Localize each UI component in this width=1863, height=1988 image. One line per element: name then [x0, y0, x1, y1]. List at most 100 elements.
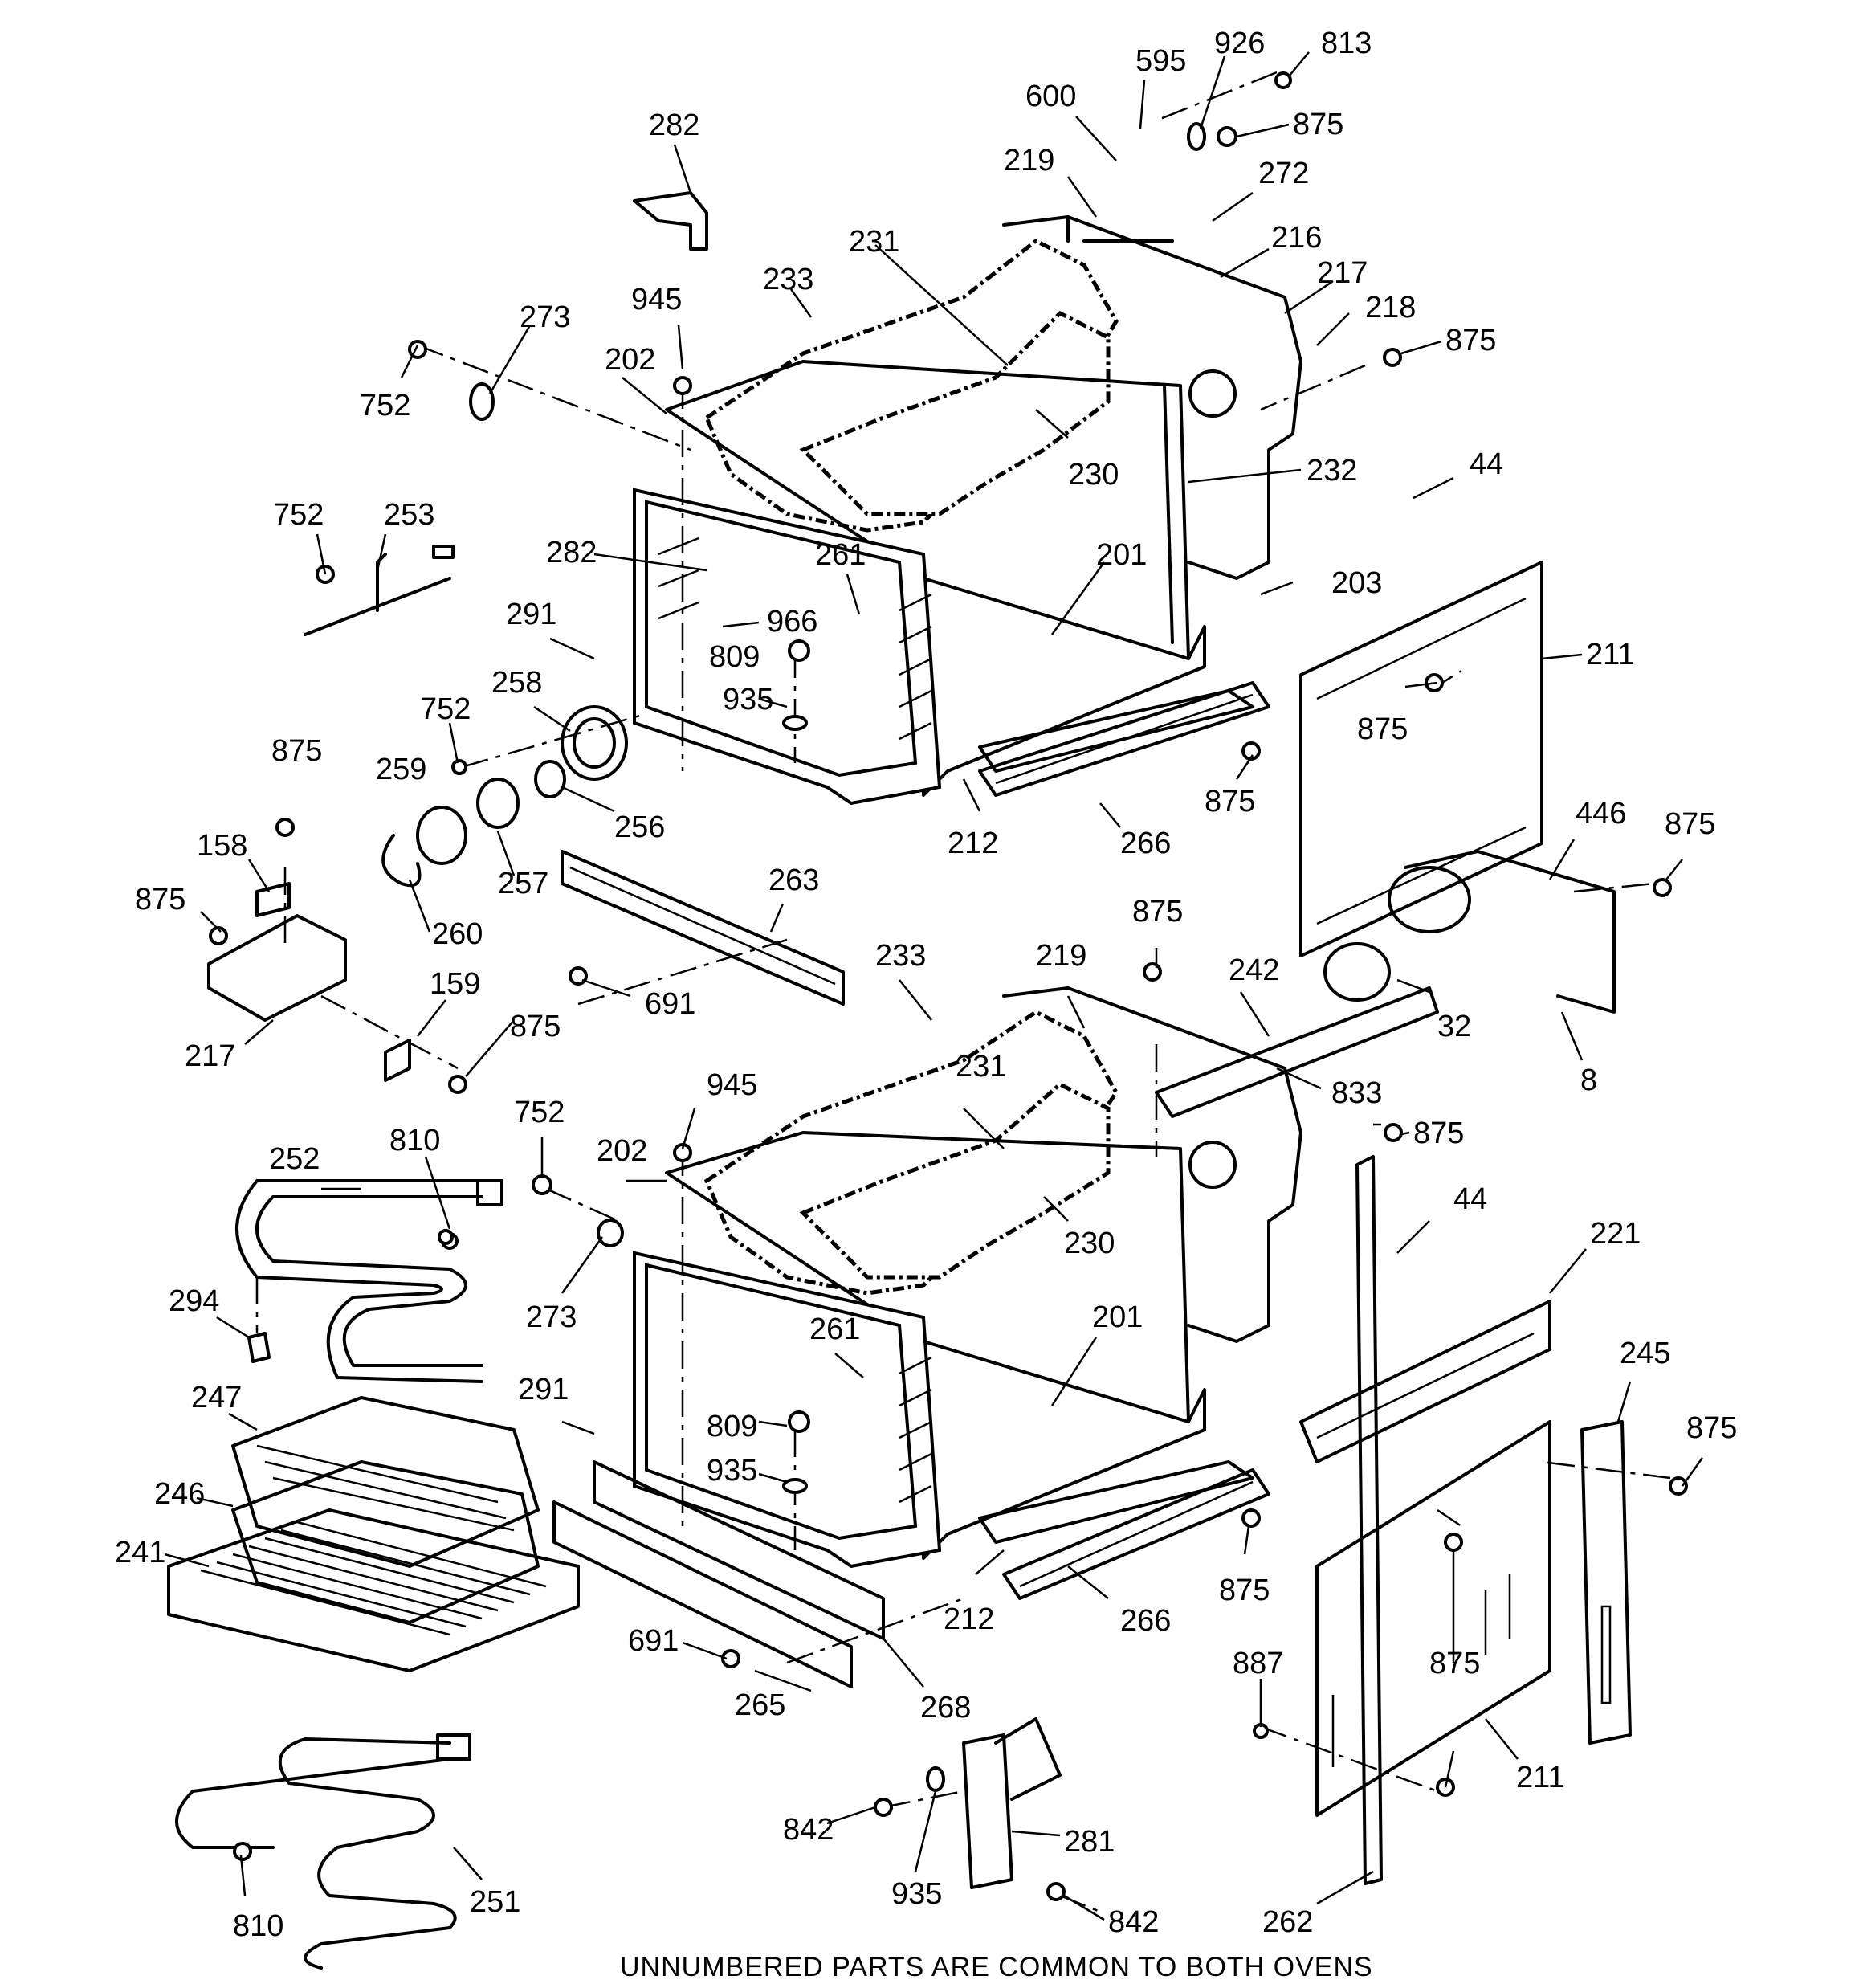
callout-159: 159 — [430, 967, 480, 1001]
callout-242: 242 — [1229, 953, 1279, 987]
switch-159 — [384, 1039, 411, 1082]
leader-lines — [164, 51, 1704, 1921]
trim-263 — [561, 850, 845, 1006]
callout-752: 752 — [273, 498, 324, 532]
callout-260: 260 — [432, 917, 483, 951]
vent-266-lower — [1002, 1468, 1270, 1600]
insulation-231-lower — [799, 1082, 1111, 1280]
insulation-233-lower — [703, 1010, 1119, 1296]
bottom-trim-212-upper — [978, 689, 1254, 773]
callout-945: 945 — [707, 1068, 757, 1102]
callout-446: 446 — [1576, 797, 1626, 831]
callout-217: 217 — [1317, 256, 1368, 290]
gasket-273-upper — [469, 382, 495, 421]
callout-233: 233 — [875, 939, 926, 973]
bracket-221 — [1299, 1300, 1551, 1463]
callout-875: 875 — [1686, 1411, 1737, 1445]
callout-752: 752 — [420, 692, 471, 726]
callout-935: 935 — [891, 1877, 942, 1911]
callout-281: 281 — [1064, 1825, 1115, 1859]
callout-273: 273 — [526, 1300, 577, 1334]
callout-875: 875 — [135, 883, 185, 916]
callout-875: 875 — [1357, 712, 1408, 746]
callout-230: 230 — [1064, 1227, 1115, 1260]
callout-261: 261 — [815, 538, 866, 572]
callout-291: 291 — [506, 598, 556, 631]
footnote: UNNUMBERED PARTS ARE COMMON TO BOTH OVEN… — [620, 1952, 1373, 1982]
callout-265: 265 — [735, 1688, 785, 1722]
oven-rack-241 — [167, 1508, 580, 1672]
callout-247: 247 — [191, 1381, 242, 1414]
callout-211: 211 — [1516, 1761, 1565, 1794]
callout-257: 257 — [498, 867, 548, 900]
callout-251: 251 — [470, 1885, 520, 1919]
trim-265 — [552, 1500, 853, 1688]
callout-212: 212 — [944, 1602, 994, 1636]
bake-element-252 — [255, 1195, 483, 1367]
vent-266-upper — [978, 681, 1270, 797]
callout-875: 875 — [510, 1010, 561, 1043]
callout-272: 272 — [1258, 157, 1309, 190]
lower-oven-cavity — [633, 986, 1302, 1600]
callout-752: 752 — [514, 1096, 565, 1129]
callout-875: 875 — [1205, 785, 1255, 818]
duct-282 — [633, 191, 708, 251]
callout-8: 8 — [1580, 1063, 1597, 1097]
callout-241: 241 — [115, 1536, 165, 1570]
blower-32 — [1323, 942, 1391, 1002]
right-side-panels — [962, 561, 1632, 1889]
callout-887: 887 — [1233, 1647, 1283, 1680]
broiler-grid-247 — [231, 1396, 540, 1568]
bracket-217 — [207, 914, 347, 1022]
callout-253: 253 — [384, 498, 434, 532]
strip-262 — [1355, 1155, 1383, 1885]
callout-262: 262 — [1262, 1905, 1313, 1939]
side-panel-211-lower — [1315, 1420, 1551, 1817]
callout-813: 813 — [1321, 27, 1372, 60]
callout-833: 833 — [1331, 1076, 1382, 1110]
callout-266: 266 — [1120, 827, 1171, 860]
left-side-parts — [167, 191, 885, 1970]
callout-211: 211 — [1586, 638, 1635, 672]
broiler-pan-246 — [231, 1460, 540, 1624]
callout-256: 256 — [614, 810, 665, 844]
callout-595: 595 — [1135, 44, 1186, 78]
callout-212: 212 — [948, 827, 998, 860]
bottom-trim-212-lower — [978, 1460, 1254, 1544]
callout-202: 202 — [605, 343, 655, 377]
callout-219: 219 — [1004, 144, 1054, 178]
clip-294 — [247, 1332, 271, 1363]
callout-230: 230 — [1068, 458, 1119, 492]
callout-268: 268 — [920, 1691, 971, 1725]
callout-221: 221 — [1590, 1217, 1641, 1251]
callout-875: 875 — [1665, 807, 1715, 841]
callout-282: 282 — [649, 108, 699, 142]
callout-809: 809 — [709, 640, 760, 674]
callout-203: 203 — [1331, 566, 1382, 600]
callout-252: 252 — [269, 1142, 320, 1176]
hinge-281 — [962, 1733, 1013, 1889]
callout-926: 926 — [1214, 27, 1265, 60]
callout-294: 294 — [169, 1284, 219, 1318]
callout-201: 201 — [1096, 538, 1147, 572]
callout-842: 842 — [1108, 1905, 1159, 1939]
lens-259 — [416, 806, 467, 865]
fan-housing-446 — [1404, 850, 1616, 1014]
callout-600: 600 — [1025, 80, 1076, 113]
callout-232: 232 — [1307, 454, 1357, 488]
callout-216: 216 — [1271, 221, 1322, 255]
callout-44: 44 — [1453, 1182, 1487, 1216]
callout-158: 158 — [197, 829, 247, 863]
rail-245 — [1580, 1420, 1632, 1745]
callout-809: 809 — [707, 1410, 757, 1443]
callout-875: 875 — [1219, 1574, 1270, 1607]
broil-element-251 — [278, 1737, 457, 1970]
fasteners — [209, 71, 1688, 1901]
callout-217: 217 — [185, 1039, 235, 1073]
thermostat-158 — [255, 882, 291, 917]
callout-44: 44 — [1470, 447, 1503, 481]
fan-port-upper — [1188, 369, 1237, 418]
callout-935: 935 — [723, 683, 773, 716]
callout-219: 219 — [1036, 939, 1086, 973]
